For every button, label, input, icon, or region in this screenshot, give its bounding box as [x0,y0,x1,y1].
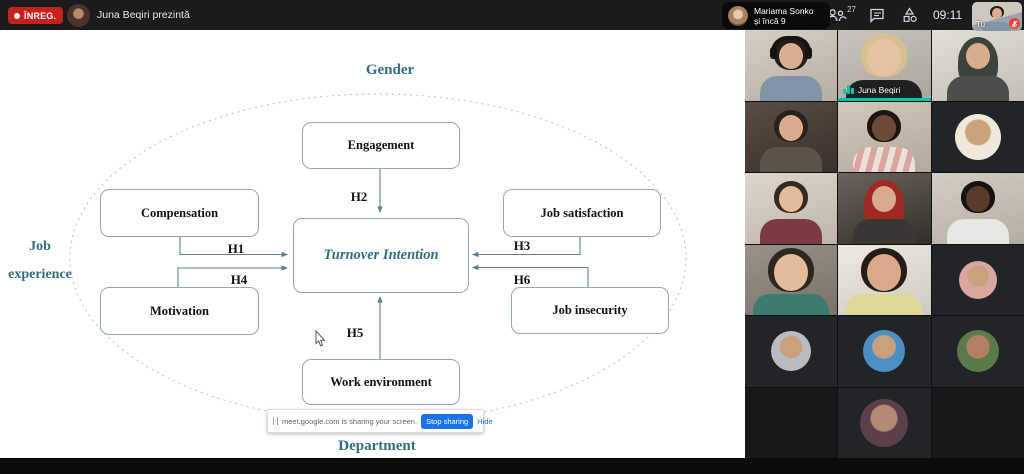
hypothesis-h6: H6 [513,272,531,287]
self-label: Tu [976,20,986,29]
participant-avatar [956,330,999,373]
participant-tile-avatar-participant-4[interactable] [838,316,931,387]
participant-tile-woman-hijab[interactable] [931,30,1024,101]
hypothesis-h4: H4 [230,272,248,287]
participant-tile-empty-tile-1[interactable] [745,387,838,458]
share-message: meet.google.com is sharing your screen. [282,416,418,426]
participant-tile-avatar-participant-3[interactable] [745,316,838,387]
node-work-environment: Work environment [302,359,460,405]
participant-count: 27 [847,5,856,14]
participants-pill[interactable]: Mariama Sonko și încă 9 [722,2,830,29]
node-job-satisfaction: Job satisfaction [503,189,661,237]
participant-avatar [860,398,909,447]
hypothesis-h1: H1 [227,241,245,256]
pause-icon [273,417,278,425]
clock: 09:11 [933,8,963,22]
self-video-thumbnail[interactable]: Tu [972,2,1022,31]
hypothesis-h5: H5 [346,325,364,340]
chat-icon[interactable] [869,0,885,30]
speaking-indicator-icon [843,85,854,94]
participant-avatar [863,330,906,373]
recording-badge: ÎNREG. [8,7,64,24]
presenter-name: Juna Beqiri prezintă [97,9,190,21]
hypothesis-h3: H3 [513,238,531,253]
participant-tile-woman-red-hijab[interactable] [838,173,931,244]
hide-banner-link[interactable]: Hide [477,416,493,426]
participant-tile-woman-glasses-red-lips[interactable] [745,101,838,172]
participants-grid: Juna Beqiri [745,30,1024,458]
node-compensation: Compensation [100,189,259,237]
mouse-cursor [315,330,326,347]
participant-tile-woman-teal-shirt[interactable] [745,244,838,315]
label-gender: Gender [365,62,415,78]
activities-icon[interactable] [901,0,918,30]
label-department: Department [338,438,416,454]
participant-tile-avatar-participant-1[interactable] [931,101,1024,172]
shared-screen-slide: Gender Job experience Department Engagem… [0,30,745,458]
node-turnover-intention: Turnover Intention [293,218,469,293]
participant-tile-man-headphones[interactable] [745,30,838,101]
pill-participant-name: Mariama Sonko [754,5,814,16]
recording-dot-icon [14,12,20,19]
participant-tile-avatar-participant-5[interactable] [931,316,1024,387]
meet-top-bar: ÎNREG. Juna Beqiri prezintă Mariama Sonk… [0,0,1024,31]
node-job-insecurity: Job insecurity [511,287,669,334]
bottom-bar [0,458,1024,474]
participant-tile-juna-beqiri[interactable]: Juna Beqiri [838,30,931,101]
participant-tile-woman-striped-shirt[interactable] [838,101,931,172]
node-motivation: Motivation [100,287,259,335]
people-icon[interactable]: 27 [826,0,856,30]
stop-sharing-button[interactable]: Stop sharing [421,413,474,429]
screen-share-banner: meet.google.com is sharing your screen. … [267,409,493,433]
mic-muted-icon [1009,18,1020,29]
speaking-name-label: Juna Beqiri [843,85,900,95]
participant-tile-woman-yellow-shirt[interactable] [838,244,931,315]
label-job-experience: Job experience [8,239,72,282]
participant-tile-empty-tile-2[interactable] [931,387,1024,458]
participant-tile-avatar-participant-2[interactable] [931,244,1024,315]
hypothesis-h2: H2 [350,189,368,204]
participant-avatar [958,260,997,299]
participant-tile-avatar-participant-6[interactable] [838,387,931,458]
pill-participant-more: și încă 9 [754,15,786,26]
participant-avatar [771,331,812,372]
participant-avatar [954,113,1001,160]
participant-avatar [728,5,748,26]
recording-label: ÎNREG. [24,10,57,21]
participant-tile-woman-bookshelf[interactable] [745,173,838,244]
node-engagement: Engagement [302,122,460,169]
participant-tile-man-white-shirt[interactable] [931,173,1024,244]
presenter-avatar [67,4,90,27]
